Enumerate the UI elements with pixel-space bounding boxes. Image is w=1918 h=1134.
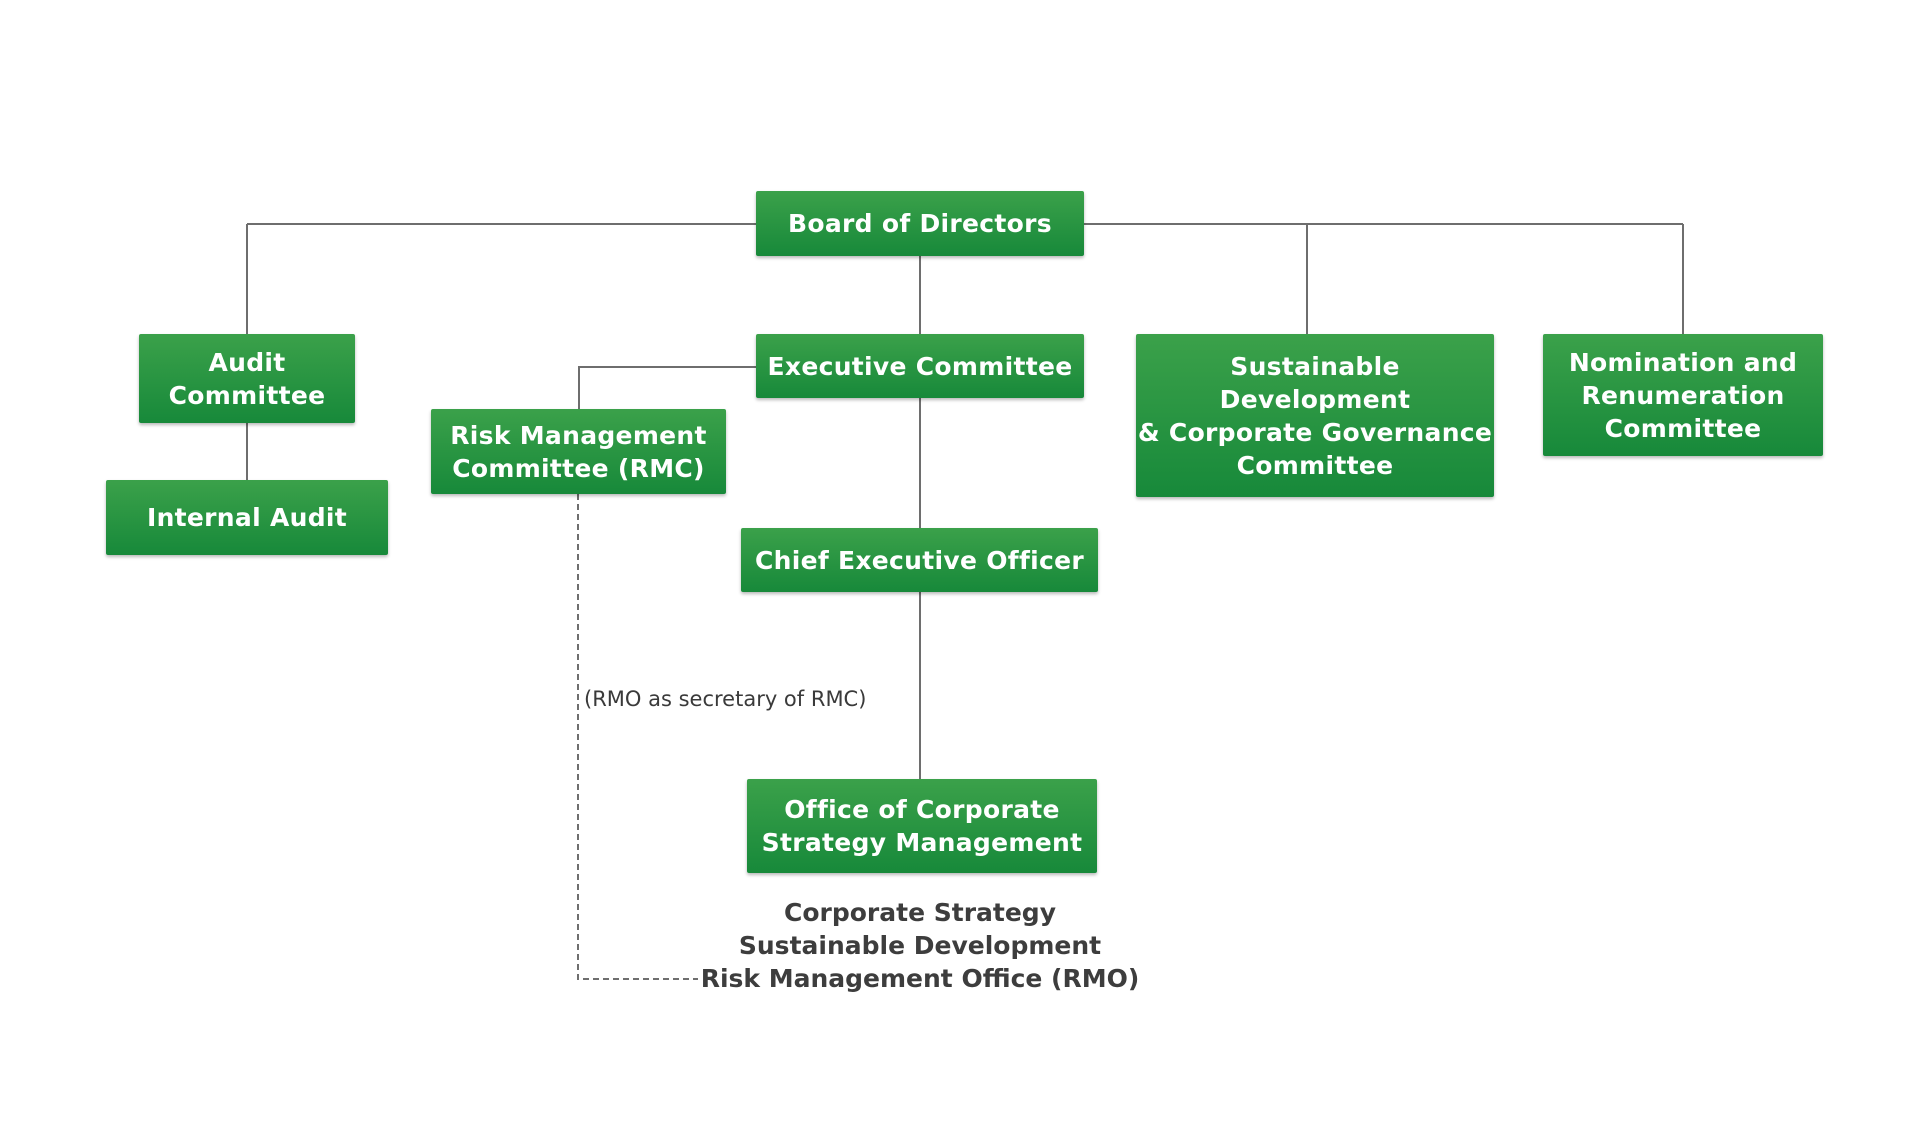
nomination-renumeration-committee-label-line: Nomination and: [1568, 347, 1798, 377]
office-corporate-strategy-label-line: Office of Corporate: [784, 795, 1060, 824]
sustainable-development-committee-label-line: Development: [1219, 384, 1411, 414]
sustainable-development-committee-label-line: & Corporate Governance: [1137, 417, 1493, 447]
sustainable-development-committee-label-line: Sustainable: [1230, 351, 1400, 381]
risk-management-committee-label-line: Risk Management: [450, 420, 707, 450]
connector-rmc-rmo-dashed: [577, 494, 698, 980]
office-function-sustainable-development: Sustainable Development: [738, 931, 1102, 960]
office-corporate-strategy-label-line: Strategy Management: [761, 828, 1083, 857]
risk-management-committee-label-line: Committee (RMC): [452, 453, 705, 483]
audit-committee-label-line: Committee: [168, 380, 326, 410]
sustainable-development-committee-label-line: Committee: [1236, 450, 1394, 480]
connector-executive-risk: [578, 366, 756, 409]
nomination-renumeration-committee-label-line: Renumeration: [1581, 380, 1785, 410]
chief-executive-officer-label-line: Chief Executive Officer: [754, 545, 1085, 575]
executive-committee-box: Executive Committee: [756, 334, 1084, 398]
chief-executive-officer-box: Chief Executive Officer: [741, 528, 1098, 592]
nomination-renumeration-committee-label-line: Committee: [1604, 413, 1762, 443]
executive-committee-label-line: Executive Committee: [767, 351, 1073, 381]
board-of-directors-label-line: Board of Directors: [788, 209, 1052, 238]
rmo-secretary-note: (RMO as secretary of RMC): [584, 687, 867, 711]
internal-audit-label-line: Internal Audit: [146, 503, 348, 532]
board-of-directors-box: Board of Directors: [756, 191, 1084, 256]
audit-committee-label-line: Audit: [208, 347, 286, 377]
internal-audit-box: Internal Audit: [106, 480, 388, 555]
office-function-rmo: Risk Management Office (RMO): [700, 964, 1140, 993]
office-function-corporate-strategy: Corporate Strategy: [784, 898, 1056, 927]
